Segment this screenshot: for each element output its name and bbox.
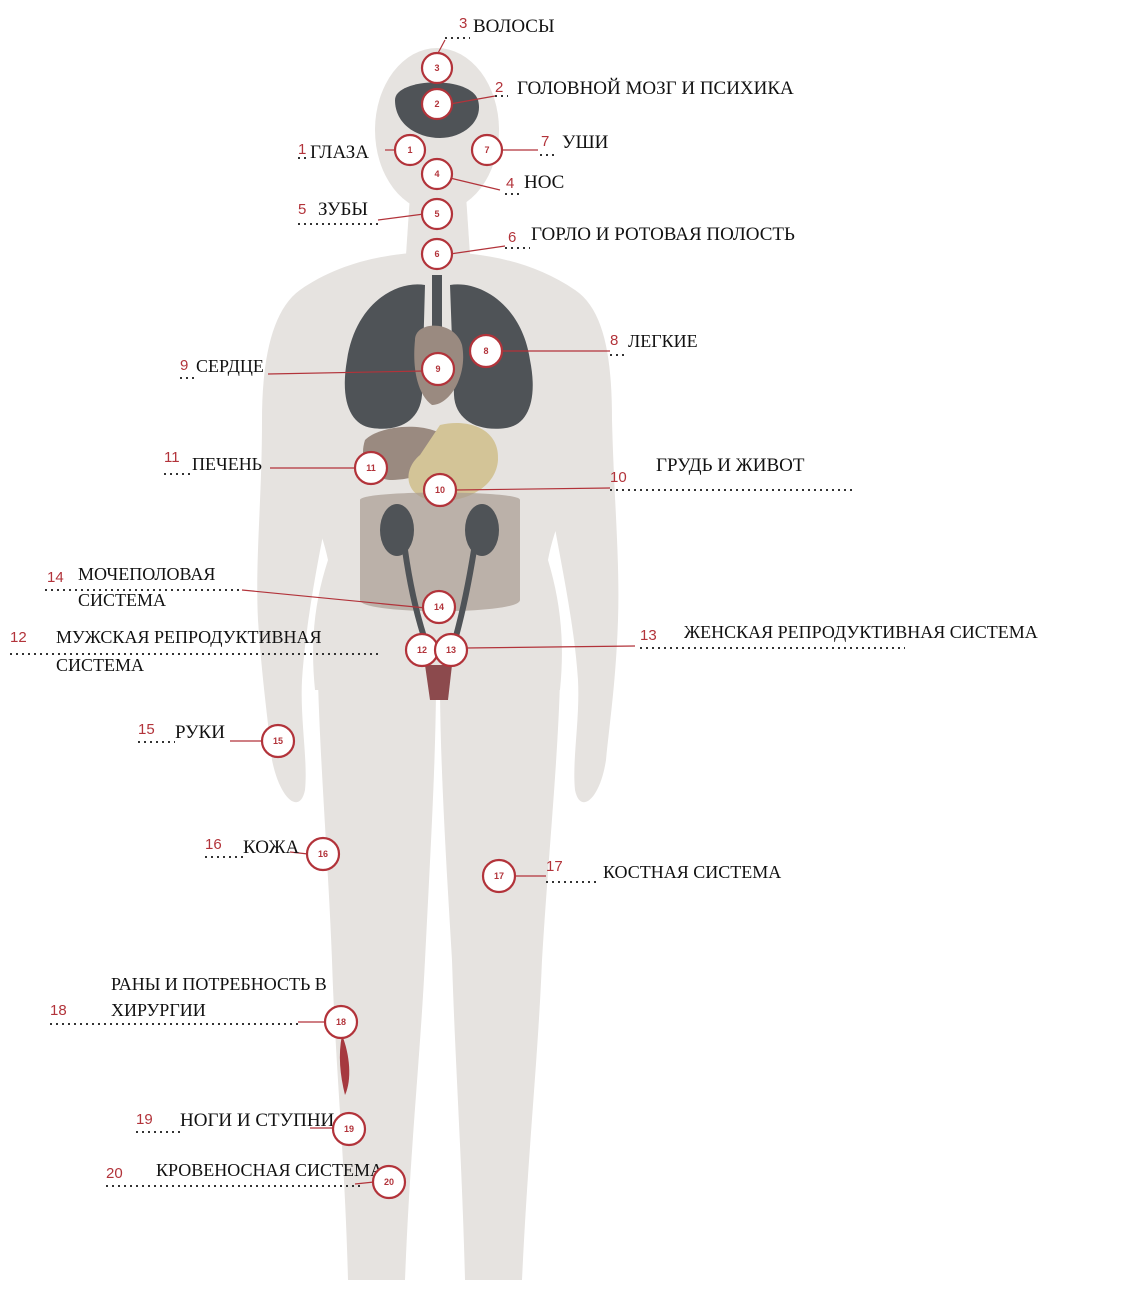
label-text-20: КРОВЕНОСНАЯ СИСТЕМА bbox=[156, 1160, 383, 1180]
label-text-19: НОГИ И СТУПНИ bbox=[180, 1110, 335, 1131]
marker-18[interactable]: 18 bbox=[325, 1006, 357, 1038]
left-leg bbox=[440, 680, 560, 1280]
marker-6[interactable]: 6 bbox=[422, 239, 452, 269]
svg-text:19: 19 bbox=[344, 1124, 354, 1134]
svg-text:6: 6 bbox=[434, 249, 439, 259]
svg-text:14: 14 bbox=[434, 602, 444, 612]
label-text-16: КОЖА bbox=[243, 837, 299, 858]
label-text-11: ПЕЧЕНЬ bbox=[192, 454, 262, 474]
svg-text:13: 13 bbox=[446, 645, 456, 655]
label-text-8: ЛЕГКИЕ bbox=[628, 331, 698, 351]
svg-text:10: 10 bbox=[435, 485, 445, 495]
svg-text:17: 17 bbox=[494, 871, 504, 881]
svg-text:16: 16 bbox=[318, 849, 328, 859]
marker-2[interactable]: 2 bbox=[422, 89, 452, 119]
svg-text:15: 15 bbox=[273, 736, 283, 746]
label-text-18-line1: РАНЫ И ПОТРЕБНОСТЬ В bbox=[111, 974, 327, 994]
label-number-10: 10 bbox=[610, 469, 627, 486]
svg-text:18: 18 bbox=[336, 1017, 346, 1027]
label-number-5: 5 bbox=[298, 201, 306, 218]
marker-11[interactable]: 11 bbox=[355, 452, 387, 484]
marker-3[interactable]: 3 bbox=[422, 53, 452, 83]
marker-13[interactable]: 13 bbox=[435, 634, 467, 666]
label-number-8: 8 bbox=[610, 332, 618, 349]
label-number-1: 1 bbox=[298, 141, 306, 158]
label-number-2: 2 bbox=[495, 79, 503, 96]
label-number-3: 3 bbox=[459, 15, 467, 32]
label-text-12-line2: СИСТЕМА bbox=[56, 655, 144, 675]
label-number-19: 19 bbox=[136, 1111, 153, 1128]
svg-text:5: 5 bbox=[434, 209, 439, 219]
label-text-18-line2: ХИРУРГИИ bbox=[111, 1000, 206, 1020]
marker-12[interactable]: 12 bbox=[406, 634, 438, 666]
label-number-13: 13 bbox=[640, 627, 657, 644]
svg-text:4: 4 bbox=[434, 169, 439, 179]
kidney-right bbox=[380, 504, 414, 556]
label-text-14-line1: МОЧЕПОЛОВАЯ bbox=[78, 564, 215, 584]
label-number-18: 18 bbox=[50, 1002, 67, 1019]
label-text-3: ВОЛОСЫ bbox=[473, 16, 555, 37]
marker-19[interactable]: 19 bbox=[333, 1113, 365, 1145]
label-text-4: НОС bbox=[524, 172, 564, 193]
label-text-6: ГОРЛО И РОТОВАЯ ПОЛОСТЬ bbox=[531, 224, 795, 245]
marker-5[interactable]: 5 bbox=[422, 199, 452, 229]
marker-10[interactable]: 10 bbox=[424, 474, 456, 506]
label-number-20: 20 bbox=[106, 1165, 123, 1182]
marker-17[interactable]: 17 bbox=[483, 860, 515, 892]
kidney-left bbox=[465, 504, 499, 556]
svg-text:9: 9 bbox=[435, 364, 440, 374]
label-number-4: 4 bbox=[506, 175, 514, 192]
label-number-15: 15 bbox=[138, 721, 155, 738]
label-text-12-line1: МУЖСКАЯ РЕПРОДУКТИВНАЯ bbox=[56, 627, 322, 647]
marker-4[interactable]: 4 bbox=[422, 159, 452, 189]
svg-text:2: 2 bbox=[434, 99, 439, 109]
label-number-16: 16 bbox=[205, 836, 222, 853]
label-text-14-line2: СИСТЕМА bbox=[78, 590, 166, 610]
marker-9[interactable]: 9 bbox=[422, 353, 454, 385]
marker-8[interactable]: 8 bbox=[470, 335, 502, 367]
marker-20[interactable]: 20 bbox=[373, 1166, 405, 1198]
label-number-11: 11 bbox=[164, 449, 180, 466]
label-text-7: УШИ bbox=[562, 132, 609, 153]
marker-7[interactable]: 7 bbox=[472, 135, 502, 165]
label-number-17: 17 bbox=[546, 858, 563, 875]
marker-14[interactable]: 14 bbox=[423, 591, 455, 623]
label-text-9: СЕРДЦЕ bbox=[196, 356, 264, 376]
svg-text:11: 11 bbox=[366, 463, 376, 473]
label-text-17: КОСТНАЯ СИСТЕМА bbox=[603, 862, 781, 882]
label-text-10: ГРУДЬ И ЖИВОТ bbox=[656, 455, 805, 476]
label-text-1: ГЛАЗА bbox=[310, 142, 369, 163]
label-number-14: 14 bbox=[47, 569, 64, 586]
label-text-13: ЖЕНСКАЯ РЕПРОДУКТИВНАЯ СИСТЕМА bbox=[684, 622, 1038, 642]
svg-text:12: 12 bbox=[417, 645, 427, 655]
label-text-15: РУКИ bbox=[175, 722, 225, 743]
label-number-12: 12 bbox=[10, 629, 27, 646]
label-number-6: 6 bbox=[508, 229, 516, 246]
label-text-2: ГОЛОВНОЙ МОЗГ И ПСИХИКА bbox=[517, 78, 794, 99]
label-text-5: ЗУБЫ bbox=[318, 199, 368, 220]
svg-text:8: 8 bbox=[483, 346, 488, 356]
marker-16[interactable]: 16 bbox=[307, 838, 339, 870]
label-number-7: 7 bbox=[541, 133, 549, 150]
svg-text:3: 3 bbox=[434, 63, 439, 73]
svg-text:7: 7 bbox=[484, 145, 489, 155]
label-number-9: 9 bbox=[180, 357, 188, 374]
marker-1[interactable]: 1 bbox=[395, 135, 425, 165]
marker-15[interactable]: 15 bbox=[262, 725, 294, 757]
svg-text:1: 1 bbox=[407, 145, 412, 155]
svg-text:20: 20 bbox=[384, 1177, 394, 1187]
